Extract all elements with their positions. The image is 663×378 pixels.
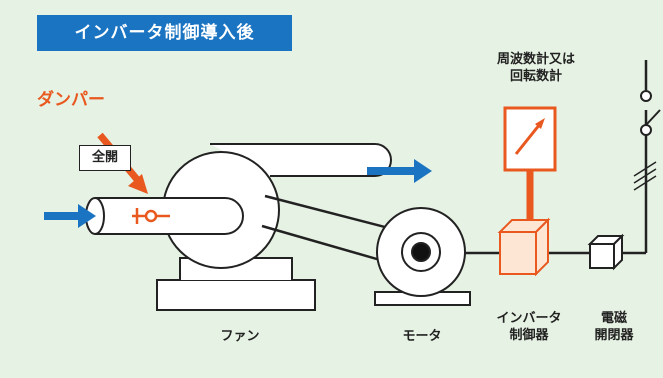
contactor-label-line1: 電磁 [600,311,627,326]
damper-valve-icon [132,208,170,224]
magnetic-contactor [587,233,625,271]
damper-pointer-head [128,174,148,194]
contactor-label-line2: 開閉器 [594,328,634,343]
diagonal-arrow-gauge-icon [503,106,557,172]
three-phase-mark [633,161,657,191]
inverter-label-line2: 制御器 [509,328,549,343]
inverter-label: インバータ 制御器 [483,310,575,344]
circuit-breaker-icon [640,90,661,136]
motor-label: モータ [402,329,442,344]
full-open-label: 全開 [79,145,131,171]
fan-label: ファン [220,329,260,344]
meter-label-line1: 周波数計又は [496,52,575,67]
meter-label-line2: 回転数計 [509,69,562,84]
air-flow-arrow-in [44,204,96,228]
damper-label: ダンパー [37,90,105,110]
fan-base [156,279,316,311]
diagram-title: インバータ制御導入後 [37,15,292,51]
motor-unit [374,207,471,306]
meter-needle [514,123,542,155]
air-flow-arrow-out [367,159,432,183]
motor-shaft [411,242,431,262]
meter-label: 周波数計又は 回転数計 [476,51,596,85]
contactor-label: 電磁 開閉器 [584,310,644,344]
inverter-controller [497,217,551,277]
inverter-label-line1: インバータ [496,311,562,326]
power-wiring [465,60,648,255]
meter-needle-head [535,118,545,129]
